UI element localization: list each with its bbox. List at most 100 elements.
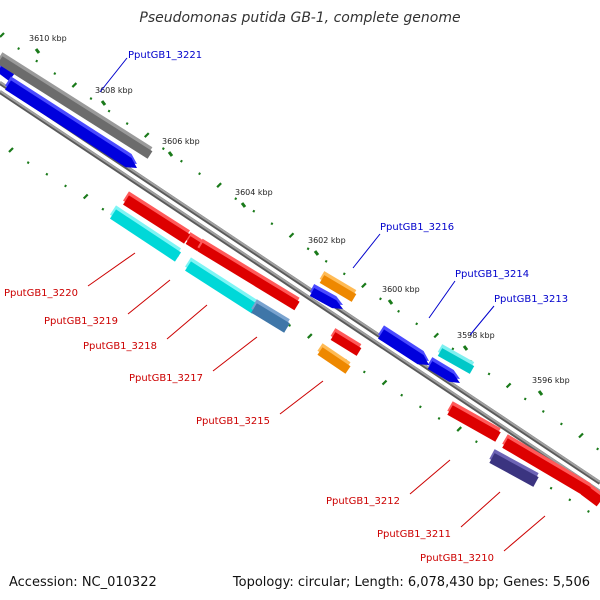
- gene-small-blue[interactable]: [309, 284, 343, 309]
- gene-label[interactable]: PputGB1_3214: [455, 269, 529, 280]
- tick-mark: [53, 72, 57, 75]
- ruler-tick: [100, 100, 107, 106]
- tick-mark: [180, 159, 183, 163]
- tick-mark: [451, 347, 455, 351]
- ruler-label: 3600 kbp: [382, 285, 420, 294]
- gene-pputgb1-3218-body: [185, 261, 258, 314]
- backbone-line: [0, 90, 600, 492]
- gene-pputgb1-3218[interactable]: [185, 257, 258, 314]
- gene-pputgb1-3212[interactable]: [447, 401, 501, 442]
- tick-mark: [342, 272, 346, 276]
- leader-line: [99, 57, 128, 93]
- ruler-tick: [167, 151, 174, 157]
- tick-mark: [101, 207, 105, 211]
- gene-pputgb1-3215[interactable]: [317, 343, 351, 374]
- leader-line: [212, 336, 258, 372]
- tick-mark: [64, 184, 67, 188]
- ruler-tick: [313, 250, 320, 256]
- tick-mark: [437, 417, 441, 420]
- gene-blue-2[interactable]: [427, 357, 460, 383]
- gene-pputgb1-3220[interactable]: [109, 205, 182, 262]
- leader-line: [166, 304, 208, 340]
- tick-mark: [307, 333, 313, 339]
- gene-pputgb1-3220-body: [109, 209, 182, 262]
- tick-mark: [26, 161, 30, 165]
- tick-mark: [560, 422, 563, 426]
- leader-line: [469, 305, 495, 336]
- gene-pputgb1-3210[interactable]: [502, 434, 591, 497]
- gene-label[interactable]: PputGB1_3210: [420, 553, 494, 564]
- tick-mark: [82, 193, 89, 200]
- tick-mark: [89, 97, 93, 101]
- tick-mark: [474, 440, 478, 444]
- gene-pputgb1-3217[interactable]: [251, 299, 290, 333]
- tick-mark: [523, 397, 527, 401]
- gene-label[interactable]: PputGB1_3215: [196, 416, 270, 427]
- ruler-label: 3610 kbp: [29, 34, 67, 43]
- gene-label[interactable]: PputGB1_3219: [44, 316, 118, 327]
- accession-text: Accession: NC_010322: [9, 575, 157, 590]
- gene-label[interactable]: PputGB1_3216: [380, 222, 454, 233]
- gene-pputgb1-3211-body: [489, 453, 539, 487]
- gene-label[interactable]: PputGB1_3221: [128, 50, 202, 61]
- ruler-tick: [537, 390, 544, 396]
- gene-label[interactable]: PputGB1_3220: [4, 288, 78, 299]
- tick-mark: [596, 447, 599, 451]
- ruler-tick: [462, 345, 469, 351]
- ruler-label: 3596 kbp: [532, 376, 570, 385]
- leader-line: [279, 380, 324, 415]
- tick-mark: [505, 382, 512, 389]
- gene-pputgb1-3213-body: [437, 348, 475, 374]
- tick-mark: [252, 209, 256, 213]
- tick-mark: [324, 259, 328, 263]
- gene-pputgb1-3219-body: [123, 195, 190, 244]
- tick-mark: [379, 297, 382, 301]
- tick-mark: [578, 432, 584, 439]
- tick-mark: [234, 197, 238, 201]
- gene-unnamed-body: [0, 56, 153, 159]
- gene-red-long-body: [197, 242, 300, 311]
- gene-pputgb1-3213[interactable]: [437, 344, 475, 374]
- gene-pputgb1-3210-body: [502, 438, 591, 497]
- gene-label[interactable]: PputGB1_3213: [494, 294, 568, 305]
- tick-mark: [125, 122, 129, 126]
- gene-red-long[interactable]: [197, 238, 300, 311]
- gene-small-blue-body: [309, 288, 343, 309]
- tick-mark: [433, 332, 440, 339]
- gene-pputgb1-3216[interactable]: [319, 271, 357, 302]
- gene-pputgb1-3217-body: [251, 303, 290, 333]
- tick-mark: [45, 172, 49, 176]
- gene-pputgb1-3216-body: [319, 275, 357, 302]
- tick-mark: [17, 47, 20, 50]
- gene-label[interactable]: PputGB1_3211: [377, 529, 451, 540]
- gene-pputgb1-3221[interactable]: [5, 76, 138, 168]
- gene-pputgb1-3219[interactable]: [123, 191, 190, 244]
- gene-pputgb1-3214-body: [378, 329, 429, 365]
- tick-mark: [541, 409, 545, 413]
- tick-mark: [400, 393, 404, 397]
- leader-line: [428, 280, 456, 319]
- ruler-label: 3608 kbp: [95, 86, 133, 95]
- gene-pputgb1-3214[interactable]: [378, 325, 429, 365]
- gene-unnamed[interactable]: [0, 52, 153, 159]
- tick-mark: [418, 405, 422, 409]
- gene-label[interactable]: PputGB1_3218: [83, 341, 157, 352]
- tick-mark: [198, 172, 201, 176]
- tick-mark: [216, 182, 222, 188]
- ruler-tick: [34, 48, 41, 54]
- tick-mark: [143, 132, 150, 138]
- gene-pputgb1-3211[interactable]: [489, 449, 539, 487]
- leader-line: [352, 233, 381, 269]
- gene-small-red-2-body: [330, 332, 362, 356]
- tick-mark: [381, 379, 388, 386]
- tick-mark: [270, 222, 274, 226]
- leader-line: [409, 459, 451, 495]
- ruler-tick: [387, 299, 394, 305]
- ruler-label: 3598 kbp: [457, 331, 495, 340]
- gene-small-red-2[interactable]: [330, 328, 362, 356]
- gene-label[interactable]: PputGB1_3212: [326, 496, 400, 507]
- gene-label[interactable]: PputGB1_3217: [129, 373, 203, 384]
- ruler-tick: [240, 202, 247, 208]
